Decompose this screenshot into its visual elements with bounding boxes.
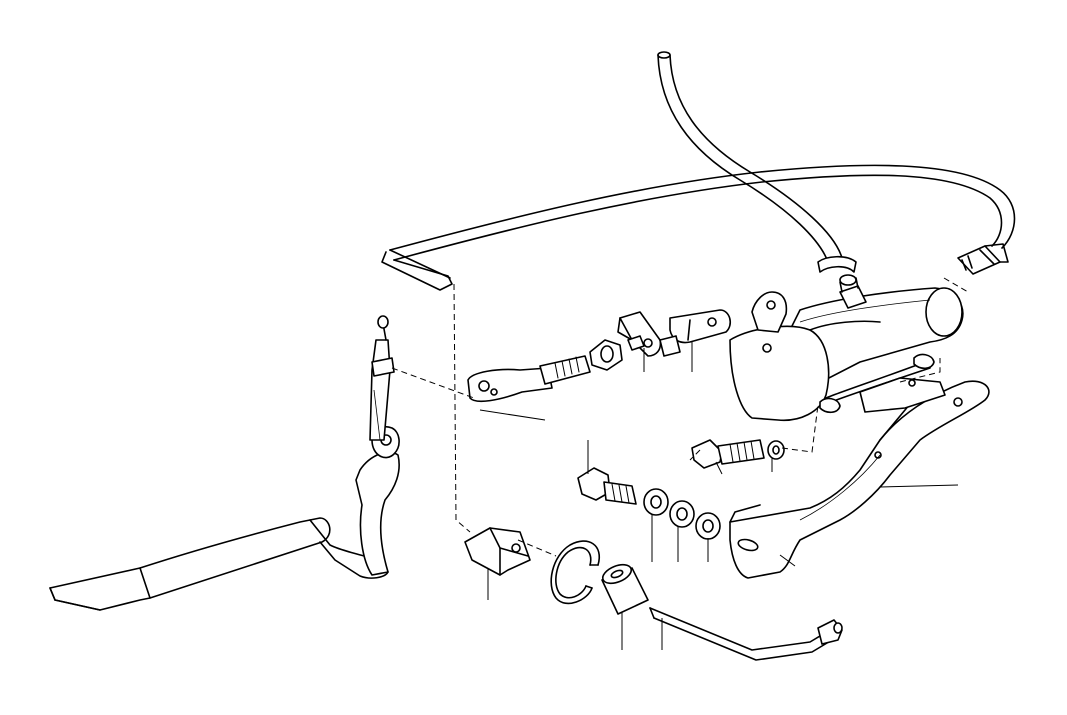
washer-upper	[767, 440, 785, 460]
clip	[464, 527, 531, 576]
assembly-guides	[391, 277, 969, 557]
pressure-pipe	[381, 164, 1016, 291]
union-nut	[957, 243, 1009, 275]
hex-nut	[589, 339, 623, 371]
reservoir-hose	[657, 51, 857, 273]
pedal-clevis	[467, 355, 591, 403]
bushing	[601, 563, 649, 615]
master-cylinder	[729, 274, 964, 421]
washer-2	[669, 500, 695, 528]
fork-head	[659, 309, 732, 357]
circlip	[550, 540, 601, 605]
washer-1	[643, 488, 669, 516]
clevis-pin	[627, 335, 645, 351]
return-rod	[649, 607, 843, 661]
lock-plate	[617, 311, 662, 357]
mounting-bracket	[729, 377, 990, 579]
hex-bolt-lower	[577, 467, 637, 505]
feed-line	[453, 283, 471, 533]
clutch-pedal	[49, 315, 400, 611]
leader-lines	[479, 342, 959, 650]
washer-3	[695, 512, 721, 540]
hex-bolt-upper	[691, 439, 765, 469]
